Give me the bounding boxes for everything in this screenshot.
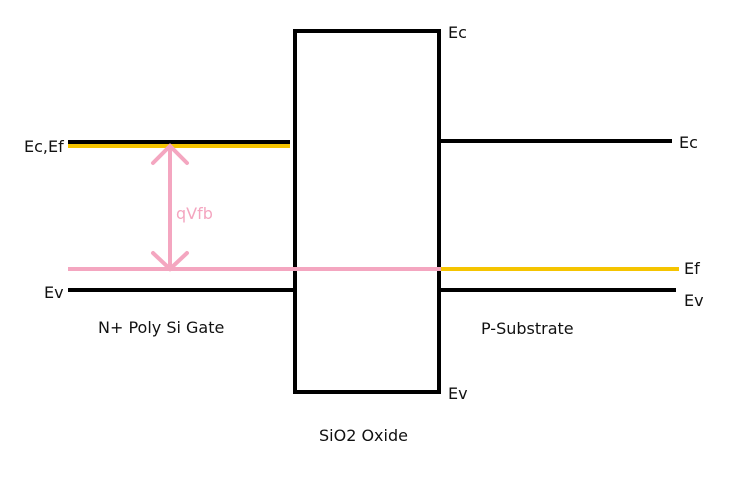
gate-ec-ef-label: Ec,Ef xyxy=(24,137,64,156)
substrate-ec-label: Ec xyxy=(679,133,698,152)
gate-ev-label: Ev xyxy=(44,283,64,302)
gate-name-label: N+ Poly Si Gate xyxy=(98,318,224,337)
flatband-voltage-label: qVfb xyxy=(176,204,213,223)
oxide-ev-label: Ev xyxy=(448,384,468,403)
flatband-voltage-arrow xyxy=(151,143,189,272)
oxide-name-label: SiO2 Oxide xyxy=(319,426,408,445)
substrate-name-label: P-Substrate xyxy=(481,319,574,338)
substrate-ev-label: Ev xyxy=(684,291,704,310)
substrate-ef-label: Ef xyxy=(684,259,700,278)
oxide-ec-label: Ec xyxy=(448,23,467,42)
oxide-box xyxy=(293,29,441,394)
